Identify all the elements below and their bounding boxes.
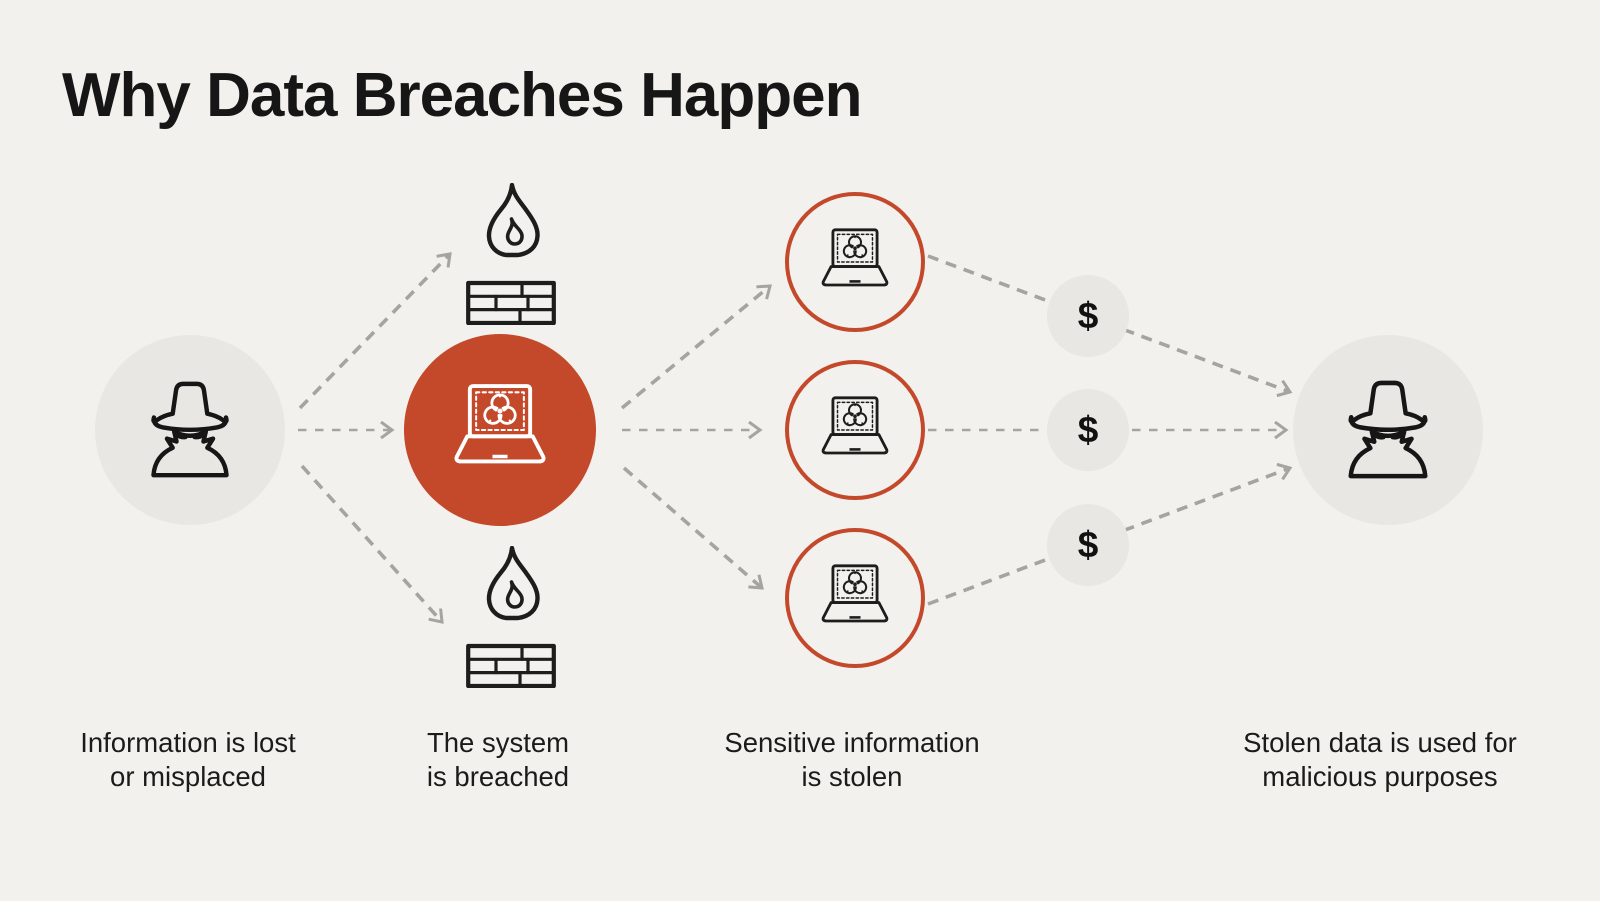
caption-line: malicious purposes bbox=[1262, 761, 1498, 792]
infected-laptop-node-2 bbox=[785, 360, 925, 500]
dollar-icon: $ bbox=[1077, 408, 1099, 450]
arrow-breach-to-laptop-bottom bbox=[622, 466, 762, 588]
caption-line: The system bbox=[426, 727, 570, 758]
laptop-malware-icon bbox=[437, 381, 563, 479]
firewall-icon bbox=[466, 183, 556, 325]
caption-stage-stolen: Sensitive information is stolen bbox=[672, 726, 1032, 794]
caption-stage-used: Stolen data is used for malicious purpos… bbox=[1198, 726, 1562, 794]
laptop-malware-icon bbox=[809, 226, 901, 298]
firewall-bottom bbox=[466, 546, 556, 688]
spy-icon bbox=[1337, 380, 1439, 480]
money-node-1: $ bbox=[1047, 275, 1129, 357]
caption-line: is breached bbox=[426, 761, 570, 792]
dollar-icon: $ bbox=[1077, 523, 1099, 565]
caption-line: is stolen bbox=[801, 761, 903, 792]
arrow-spy-to-firewall-top bbox=[298, 254, 450, 410]
infected-laptop-node-1 bbox=[785, 192, 925, 332]
firewall-icon bbox=[466, 546, 556, 688]
breached-system-node bbox=[404, 334, 596, 526]
caption-stage-lost: Information is lost or misplaced bbox=[7, 726, 369, 794]
caption-line: Stolen data is used for bbox=[1243, 727, 1517, 758]
hacker-avatar-start bbox=[95, 335, 285, 525]
infected-laptop-node-3 bbox=[785, 528, 925, 668]
caption-line: Sensitive information bbox=[724, 727, 980, 758]
dollar-icon: $ bbox=[1077, 294, 1099, 336]
laptop-malware-icon bbox=[809, 562, 901, 634]
hacker-avatar-end bbox=[1293, 335, 1483, 525]
arrow-spy-to-firewall-bottom bbox=[300, 464, 442, 622]
spy-icon bbox=[140, 381, 240, 479]
caption-line: Information is lost bbox=[80, 727, 296, 758]
money-node-2: $ bbox=[1047, 389, 1129, 471]
firewall-top bbox=[466, 183, 556, 325]
caption-line: or misplaced bbox=[110, 761, 266, 792]
arrow-breach-to-laptop-top bbox=[620, 286, 770, 410]
caption-stage-breached: The system is breached bbox=[318, 726, 678, 794]
money-node-3: $ bbox=[1047, 504, 1129, 586]
laptop-malware-icon bbox=[809, 394, 901, 466]
page-title: Why Data Breaches Happen bbox=[62, 61, 862, 130]
